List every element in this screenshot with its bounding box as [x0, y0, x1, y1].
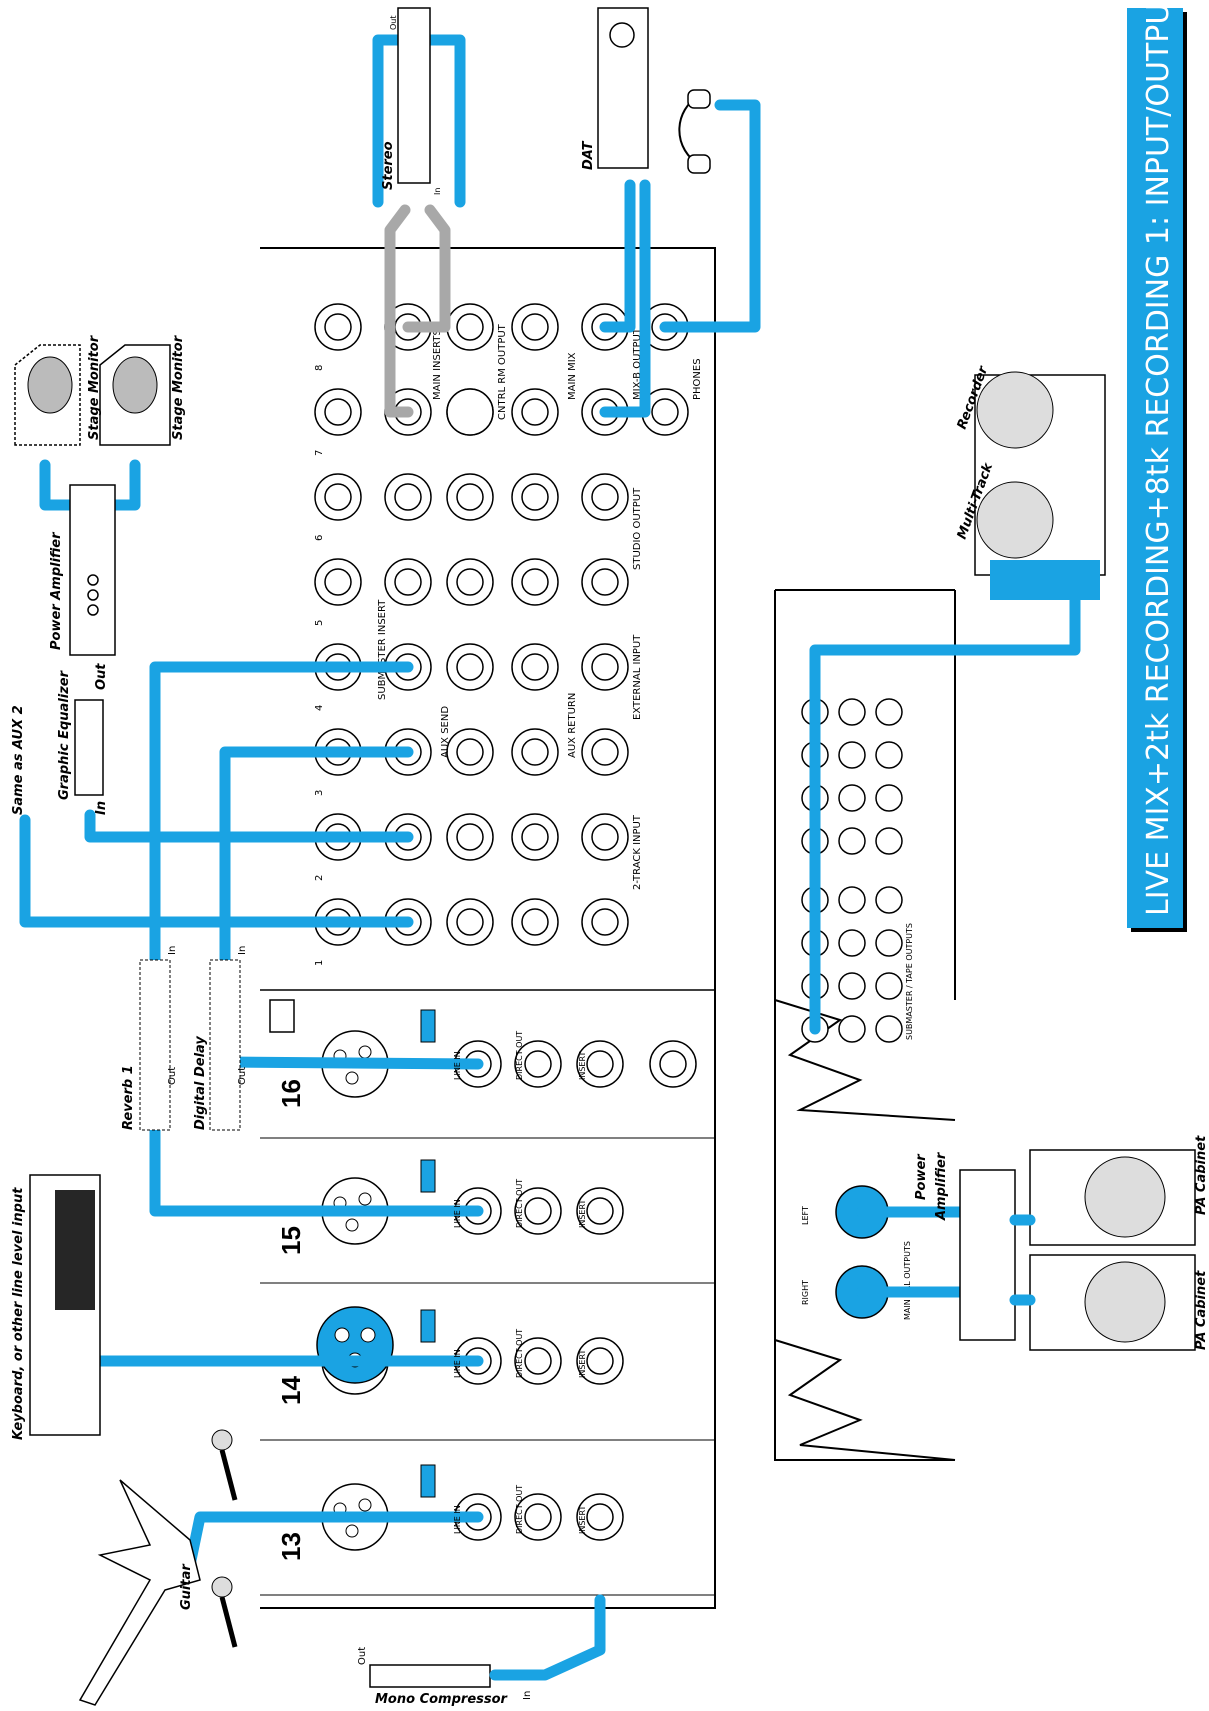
- mono-compressor-label: Mono Compressor: [375, 1692, 509, 1707]
- power-amplifier-label: Power Amplifier: [49, 531, 64, 650]
- stereo-io-jacks: [582, 474, 628, 945]
- svg-text:15: 15: [276, 1226, 306, 1255]
- channel-strip-labels: LINE IN DIRECT OUT INSERT LINE IN DIRECT…: [453, 1031, 587, 1534]
- label-2track-input: 2-TRACK INPUT: [632, 814, 643, 890]
- label-main-mix: MAIN MIX: [567, 352, 578, 400]
- svg-text:2: 2: [314, 875, 325, 881]
- same-as-aux2-label: Same as AUX 2: [11, 705, 26, 815]
- svg-text:In: In: [167, 946, 178, 955]
- svg-text:DIRECT OUT: DIRECT OUT: [515, 1031, 524, 1080]
- channel-strip-12: [317, 1307, 393, 1383]
- cables: [25, 40, 1075, 1565]
- label-aux-send: AUX SEND: [440, 706, 451, 758]
- pa-cabinet-label-1: PA Cabinet: [1194, 1135, 1209, 1215]
- digital-delay-label: Digital Delay: [193, 1036, 208, 1130]
- guitar-label: Guitar: [179, 1563, 194, 1610]
- label-studio-output: STUDIO OUTPUT: [632, 487, 643, 570]
- aux-return-jacks: [447, 389, 558, 945]
- graphic-equalizer: Graphic Equalizer Out In Same as AUX 2: [11, 663, 109, 815]
- svg-text:DIRECT OUT: DIRECT OUT: [515, 1485, 524, 1534]
- svg-text:DIRECT OUT: DIRECT OUT: [515, 1329, 524, 1378]
- label-external-input: EXTERNAL INPUT: [632, 634, 643, 720]
- mono-compressor: Mono Compressor Out In: [357, 1600, 600, 1707]
- svg-text:16: 16: [276, 1079, 306, 1108]
- multitrack-recorder: Multi-Track Recorder: [955, 363, 1105, 600]
- microphone-icon: [212, 1430, 235, 1647]
- svg-text:In: In: [522, 1691, 533, 1700]
- svg-text:3: 3: [314, 790, 325, 796]
- svg-text:In: In: [237, 946, 248, 955]
- svg-text:INSERT: INSERT: [578, 1506, 587, 1534]
- svg-text:13: 13: [276, 1532, 306, 1561]
- rear-panel: SUBMASTER / TAPE OUTPUTS LEFT RIGHT MAIN…: [775, 590, 955, 1460]
- svg-text:INSERT: INSERT: [578, 1052, 587, 1080]
- label-submaster-insert: SUBMASTER INSERT: [377, 599, 388, 700]
- svg-text:4: 4: [314, 705, 325, 711]
- label-main-inserts: MAIN INSERTS: [432, 329, 443, 400]
- digital-delay-device: Digital Delay Out In: [193, 946, 248, 1130]
- banner-title: LIVE MIX+2tk RECORDING+8tk RECORDING 1: …: [1141, 0, 1176, 916]
- dat-device: DAT: [581, 8, 648, 170]
- pa-cabinet-label-2: PA Cabinet: [1194, 1270, 1209, 1350]
- svg-text:DIRECT OUT: DIRECT OUT: [515, 1179, 524, 1228]
- headphones-icon: [679, 90, 710, 173]
- svg-text:Out: Out: [167, 1067, 178, 1085]
- svg-text:INSERT: INSERT: [578, 1200, 587, 1228]
- svg-text:LINE IN: LINE IN: [453, 1051, 462, 1080]
- label-right: RIGHT: [801, 1280, 810, 1305]
- svg-text:14: 14: [276, 1376, 306, 1405]
- svg-text:7: 7: [314, 450, 325, 456]
- svg-text:Power: Power: [914, 1153, 929, 1200]
- svg-text:In: In: [433, 188, 442, 195]
- svg-text:Out: Out: [357, 1647, 368, 1665]
- svg-text:LINE IN: LINE IN: [453, 1349, 462, 1378]
- channel-strip-16: 16: [270, 1000, 696, 1108]
- stage-monitor-label-2: Stage Monitor: [171, 334, 186, 440]
- svg-text:1: 1: [314, 960, 325, 966]
- svg-text:INSERT: INSERT: [578, 1350, 587, 1378]
- pa-system: Power Amplifier PA Cabinet PA Cabinet: [914, 1135, 1209, 1350]
- channel-strips: 16 15 14 13: [270, 1000, 696, 1561]
- label-main-bal: MAIN BAL OUTPUTS: [903, 1241, 912, 1320]
- svg-text:8: 8: [314, 365, 325, 371]
- svg-text:5: 5: [314, 620, 325, 626]
- reverb-device: Reverb 1 Out In: [121, 946, 178, 1130]
- label-phones: PHONES: [692, 358, 703, 400]
- reverb-label: Reverb 1: [121, 1065, 136, 1130]
- graphic-eq-label: Graphic Equalizer: [57, 669, 72, 800]
- svg-text:LINE IN: LINE IN: [453, 1199, 462, 1228]
- stage-monitor-icon: Stage Monitor Stage Monitor: [15, 334, 186, 445]
- keyboard-icon: Keyboard, or other line level input: [11, 1175, 100, 1440]
- label-submaster-tape: SUBMASTER / TAPE OUTPUTS: [905, 923, 914, 1040]
- stage-monitor-label-1: Stage Monitor: [87, 334, 102, 440]
- label-left: LEFT: [801, 1206, 810, 1225]
- svg-text:6: 6: [314, 535, 325, 541]
- dat-label: DAT: [581, 140, 596, 170]
- guitar-icon: Guitar: [80, 1480, 200, 1705]
- svg-text:LINE IN: LINE IN: [453, 1505, 462, 1534]
- svg-text:Out: Out: [237, 1067, 248, 1085]
- svg-text:Out: Out: [389, 15, 398, 30]
- stereo-label: Stereo: [381, 141, 396, 190]
- title-banner: LIVE MIX+2tk RECORDING+8tk RECORDING 1: …: [1127, 0, 1187, 932]
- svg-text:Out: Out: [94, 663, 109, 690]
- svg-text:Amplifier: Amplifier: [934, 1151, 949, 1221]
- label-aux-return: AUX RETURN: [567, 693, 578, 758]
- keyboard-label: Keyboard, or other line level input: [11, 1187, 26, 1440]
- svg-text:In: In: [94, 801, 109, 815]
- label-cntrl-rm: CNTRL RM OUTPUT: [497, 323, 508, 420]
